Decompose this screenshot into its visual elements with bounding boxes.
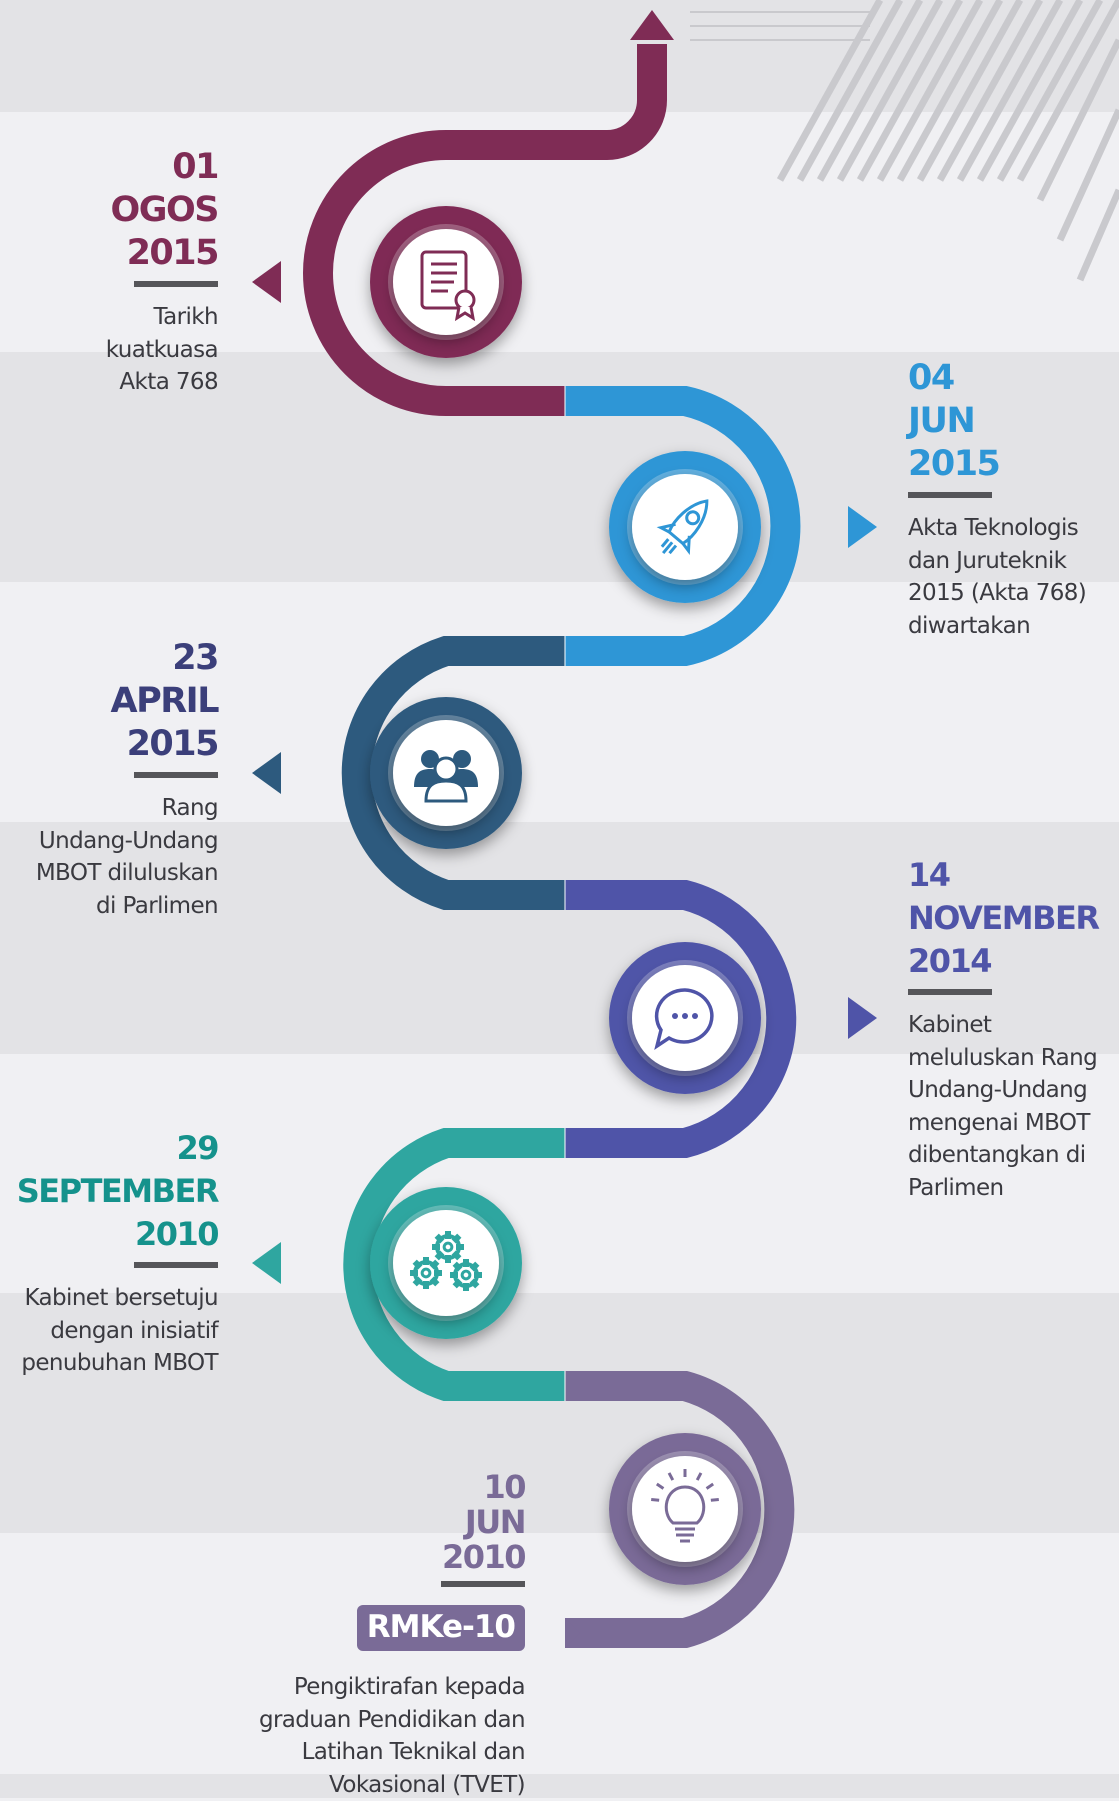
milestone-year: 2014 [908,940,1118,983]
milestone-medallion [370,697,522,849]
milestone-2: 04 JUN 2015 Akta Teknologis dan Jurutekn… [908,357,1118,642]
milestone-text: 2015 (Akta 768) [908,577,1118,610]
milestone-medallion [609,451,761,603]
milestone-month: JUN [225,1505,525,1540]
milestone-text: di Parlimen [0,890,218,923]
decorative-lines [690,12,870,40]
pointer-triangle [252,752,281,794]
milestone-text: Vokasional (TVET) [225,1769,525,1801]
divider [134,281,218,287]
divider [908,492,992,498]
milestone-text: kuatkuasa [0,334,218,367]
milestone-text: Rang [0,792,218,825]
milestone-text: Latihan Teknikal dan [225,1736,525,1769]
milestone-text: mengenai MBOT [908,1107,1118,1140]
milestone-day: 10 [225,1470,525,1505]
milestone-month: JUN [908,400,1118,443]
plan-badge: RMKe-10 [357,1605,525,1651]
milestone-year: 2010 [3,1213,218,1256]
milestone-medallion [609,942,761,1094]
decorative-stripes [780,0,1119,280]
milestone-text: dan Juruteknik [908,545,1118,578]
milestone-text: Akta Teknologis [908,512,1118,545]
milestone-text: Undang-Undang [0,825,218,858]
pointer-triangle [252,1242,281,1284]
milestone-year: 2015 [908,443,1118,486]
milestone-text: Tarikh [0,301,218,334]
milestone-text: Kabinet [908,1009,1118,1042]
milestone-text: diwartakan [908,610,1118,643]
milestone-text: Akta 768 [0,366,218,399]
milestone-day: 29 [3,1127,218,1170]
milestone-text: MBOT diluluskan [0,857,218,890]
up-arrow-head [630,10,674,40]
milestone-medallion [370,206,522,358]
milestone-month: SEPTEMBER [3,1170,218,1213]
milestone-year: 2010 [225,1540,525,1575]
milestone-medallion [370,1187,522,1339]
path-tail [565,1618,685,1648]
milestone-6: 10 JUN 2010 RMKe-10 Pengiktirafan kepada… [225,1470,525,1801]
milestone-text: Pengiktirafan kepada [225,1671,525,1704]
milestone-day: 04 [908,357,1118,400]
milestone-text: Undang-Undang [908,1074,1118,1107]
milestone-month: OGOS [0,189,218,232]
milestone-year: 2015 [0,232,218,275]
milestone-text: graduan Pendidikan dan [225,1704,525,1737]
milestone-day: 23 [0,637,218,680]
milestone-3: 23 APRIL 2015 Rang Undang-Undang MBOT di… [0,637,218,922]
milestone-text: Kabinet bersetuju [3,1282,218,1315]
milestone-medallion [609,1433,761,1585]
milestone-1: 01 OGOS 2015 Tarikh kuatkuasa Akta 768 [0,146,218,399]
divider [908,989,992,995]
milestone-day: 14 [908,854,1118,897]
milestone-text: Parlimen [908,1172,1118,1205]
milestone-day: 01 [0,146,218,189]
milestone-5: 29 SEPTEMBER 2010 Kabinet bersetuju deng… [3,1127,218,1380]
pointer-triangle [848,506,877,548]
milestone-text: dengan inisiatif [3,1315,218,1348]
milestone-month: APRIL [0,680,218,723]
milestone-text: penubuhan MBOT [3,1347,218,1380]
divider [441,1581,525,1587]
milestone-text: dibentangkan di [908,1139,1118,1172]
pointer-triangle [848,997,877,1039]
pointer-triangle [252,261,281,303]
divider [134,772,218,778]
divider [134,1262,218,1268]
milestone-4: 14 NOVEMBER 2014 Kabinet meluluskan Rang… [908,854,1118,1204]
milestone-text: meluluskan Rang [908,1042,1118,1075]
milestone-year: 2015 [0,723,218,766]
milestone-month: NOVEMBER [908,897,1118,940]
